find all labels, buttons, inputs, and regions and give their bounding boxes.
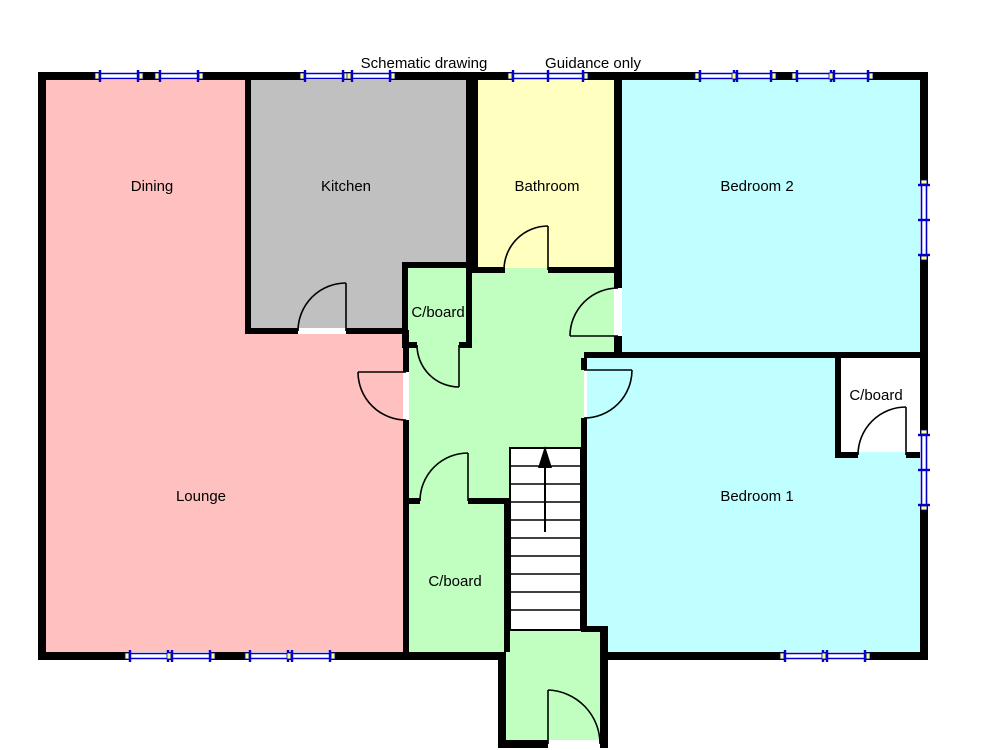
- labels: Schematic drawing Guidance only Dining K…: [131, 55, 903, 590]
- door-front-entrance: [547, 689, 601, 745]
- wall-kitchen-bottom-a: [245, 328, 298, 334]
- door-cupboard-bottom: [419, 452, 469, 502]
- wall-outer-top: [38, 72, 928, 80]
- drawing-title: Schematic drawing: [361, 55, 488, 72]
- door-bedroom2: [569, 287, 619, 337]
- wall-bedroom1-jog-v: [600, 632, 608, 652]
- wall-outer-left: [38, 72, 46, 660]
- room-label-dining: Dining: [131, 178, 174, 195]
- room-label-bedroom1: Bedroom 1: [720, 488, 793, 505]
- wall-kitchen-bottom-b: [346, 328, 408, 334]
- room-fills: [46, 80, 920, 740]
- wall-cupboard-right-left: [835, 358, 841, 452]
- door-bedroom1: [583, 369, 633, 419]
- room-label-cupboard-right: C/board: [849, 387, 902, 404]
- room-bathroom-area: [478, 80, 614, 267]
- wall-cupboard-top-bottom-a: [402, 342, 417, 348]
- wall-bedroom1-left-a: [581, 358, 587, 370]
- room-label-cupboard-bottom: C/board: [428, 573, 481, 590]
- room-bedroom2-area: [622, 80, 920, 352]
- room-lounge-dining-area: [46, 80, 403, 652]
- wall-cupboard-bottom-top-a: [403, 498, 420, 504]
- cupboard-top-area: [408, 268, 466, 342]
- wall-porch-bottom: [498, 740, 548, 748]
- cupboard-bottom-area: [409, 504, 504, 652]
- wall-outer-bottom-right: [608, 652, 920, 660]
- doors: [297, 225, 907, 745]
- door-bathroom: [503, 225, 549, 271]
- drawing-subtitle: Guidance only: [545, 55, 641, 72]
- wall-outer-right: [920, 72, 928, 660]
- door-cupboard-right: [857, 406, 907, 456]
- wall-bathroom-bottom-a: [466, 267, 505, 273]
- room-label-lounge: Lounge: [176, 488, 226, 505]
- door-cupboard-top: [416, 344, 460, 388]
- wall-kitchen-left: [245, 80, 251, 334]
- wall-stairs-cupboard: [504, 498, 510, 652]
- wall-cupboard-bottom-top-b: [468, 498, 510, 504]
- wall-cupboard-top-left: [402, 262, 408, 348]
- wall-cupboard-right-bottom-a: [835, 452, 858, 458]
- wall-porch-left: [498, 652, 506, 748]
- wall-bathroom-bottom-b: [548, 267, 614, 273]
- wall-cupboard-top-bottom-b: [459, 342, 472, 348]
- wall-bedrooms-divider: [584, 352, 920, 358]
- staircase: [509, 446, 582, 631]
- room-label-kitchen: Kitchen: [321, 178, 371, 195]
- wall-bedroom1-jog-h: [581, 626, 608, 632]
- room-label-cupboard-top: C/board: [411, 304, 464, 321]
- wall-kitchen-bathroom: [466, 80, 478, 268]
- wall-cupboard-top-right: [466, 262, 472, 348]
- wall-bedroom2-left-a: [614, 80, 622, 288]
- wall-bedroom2-left-b: [614, 336, 622, 358]
- door-kitchen: [297, 282, 347, 332]
- stairs-up-arrow-icon: [538, 446, 552, 532]
- room-label-bedroom2: Bedroom 2: [720, 178, 793, 195]
- wall-bedroom1-left-b: [581, 418, 587, 626]
- wall-porch-right: [600, 652, 608, 748]
- room-kitchen-area: [251, 80, 466, 328]
- wall-cupboard-right-bottom-b: [906, 452, 920, 458]
- wall-hall-left-b: [403, 420, 409, 652]
- room-label-bathroom: Bathroom: [514, 178, 579, 195]
- door-lounge: [357, 371, 407, 421]
- wall-cupboard-top-top: [402, 262, 472, 268]
- cupboard-right-area: [841, 358, 920, 452]
- wall-hall-left-a: [403, 330, 409, 372]
- porch-area: [506, 652, 600, 740]
